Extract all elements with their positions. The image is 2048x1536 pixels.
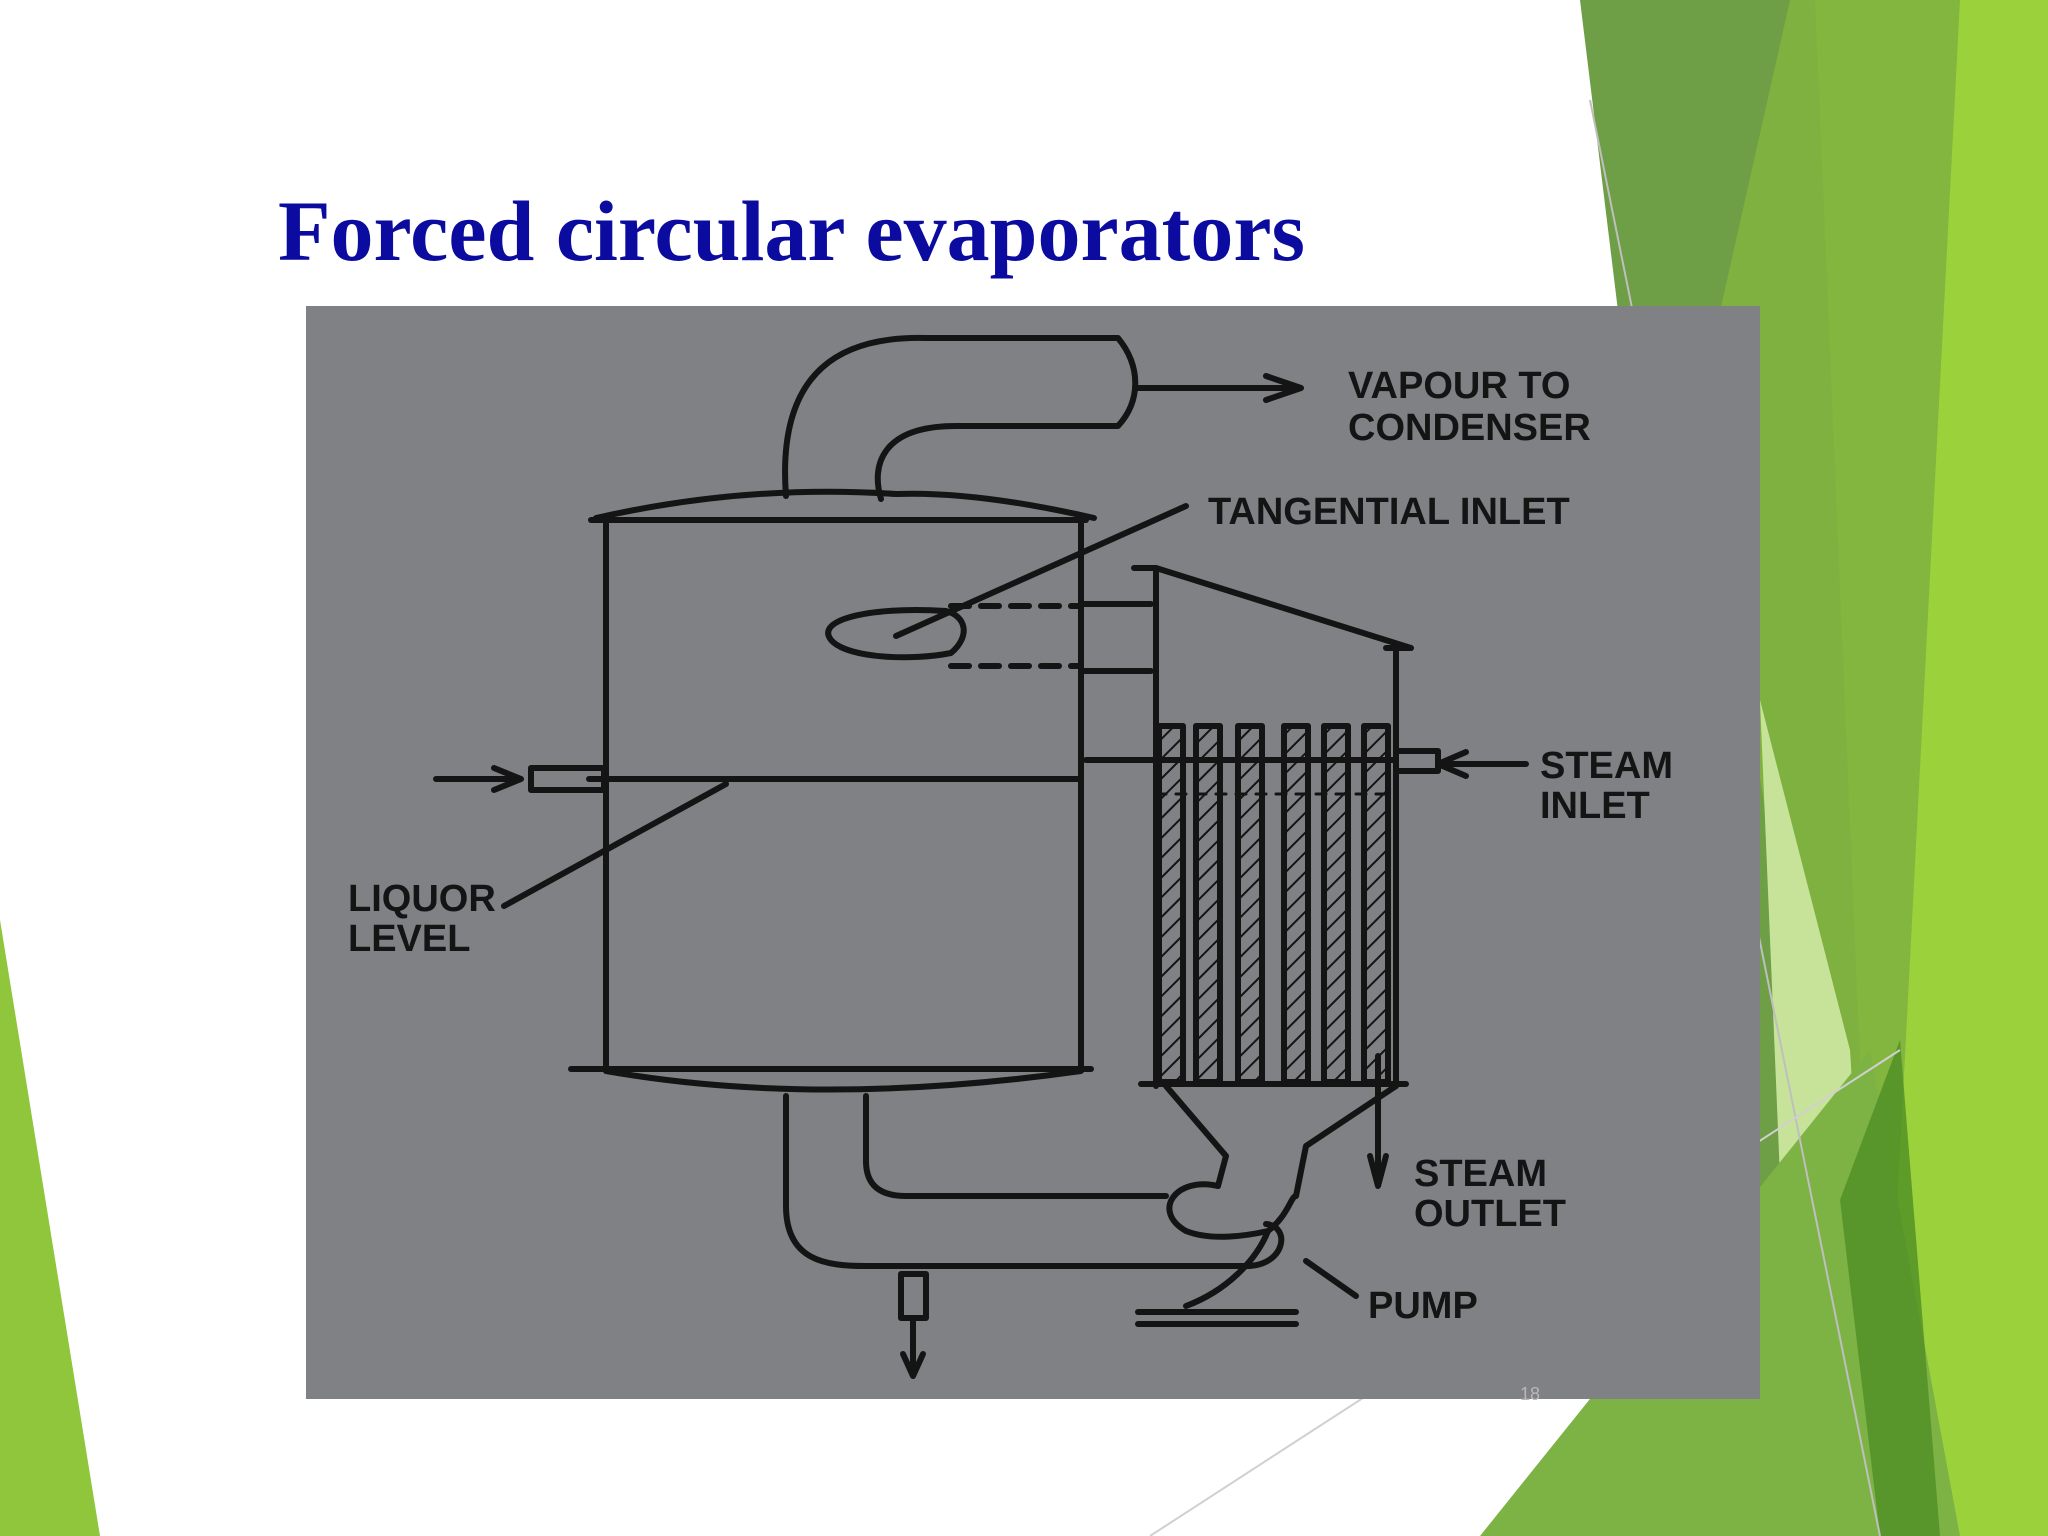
slide-title: Forced circular evaporators	[278, 183, 1305, 279]
recirculation-pipe	[863, 1093, 1169, 1199]
label-liquor-line2: LEVEL	[348, 918, 470, 960]
pump-leader	[1303, 1258, 1359, 1299]
tangential-leader	[893, 503, 1189, 639]
heating-tube	[1193, 723, 1223, 1085]
label-vapour-line1: VAPOUR TO	[1348, 365, 1570, 407]
heating-tube	[1156, 723, 1186, 1085]
vapour-pipe	[782, 334, 1139, 502]
label-steam-outlet-line1: STEAM	[1414, 1153, 1547, 1195]
liquor-leader	[501, 781, 729, 909]
vessel-top-head	[593, 488, 1097, 521]
green-panel-left	[0, 920, 100, 1536]
evaporator-diagram-photo: VAPOUR TO CONDENSER TANGENTIAL INLET STE…	[306, 306, 1760, 1399]
label-steam-outlet-line2: OUTLET	[1414, 1193, 1566, 1235]
label-tangential-inlet: TANGENTIAL INLET	[1208, 491, 1570, 533]
pump-casing	[1166, 1181, 1299, 1309]
heating-tube	[1321, 723, 1351, 1085]
heating-tubes	[1156, 723, 1391, 1085]
heating-tube	[1281, 723, 1311, 1085]
tangential-inlet	[825, 607, 967, 661]
vapour-arrow	[1133, 373, 1304, 403]
label-pump: PUMP	[1368, 1285, 1478, 1327]
exchanger-top	[1131, 565, 1414, 651]
steam-inlet-arrow	[1435, 749, 1529, 779]
green-panel-bottom-deep	[1840, 1040, 1940, 1536]
tangential-duct-outside	[1078, 601, 1154, 674]
label-steam-inlet-line1: STEAM	[1540, 745, 1673, 787]
tangential-inlet-duct	[948, 603, 1084, 669]
exchanger-cone	[1163, 1083, 1399, 1199]
evaporator-diagram: VAPOUR TO CONDENSER TANGENTIAL INLET STE…	[348, 334, 1673, 1379]
feed-inlet-nozzle	[528, 765, 607, 793]
steam-outlet-arrow	[1367, 1153, 1389, 1189]
label-vapour-line2: CONDENSER	[1348, 407, 1591, 449]
page-number: 18	[1519, 1384, 1541, 1404]
steam-inlet-nozzle	[1393, 748, 1441, 774]
label-liquor-line1: LIQUOR	[348, 878, 496, 920]
heating-tube	[1235, 723, 1265, 1085]
recirculation-pipe	[783, 1093, 1285, 1269]
drain-nozzle	[898, 1271, 929, 1321]
feed-arrow	[433, 765, 524, 793]
heating-tube	[1361, 723, 1391, 1085]
vessel-bottom-head	[603, 1068, 1084, 1093]
label-steam-inlet-line2: INLET	[1540, 785, 1650, 827]
drain-arrow	[900, 1315, 926, 1379]
